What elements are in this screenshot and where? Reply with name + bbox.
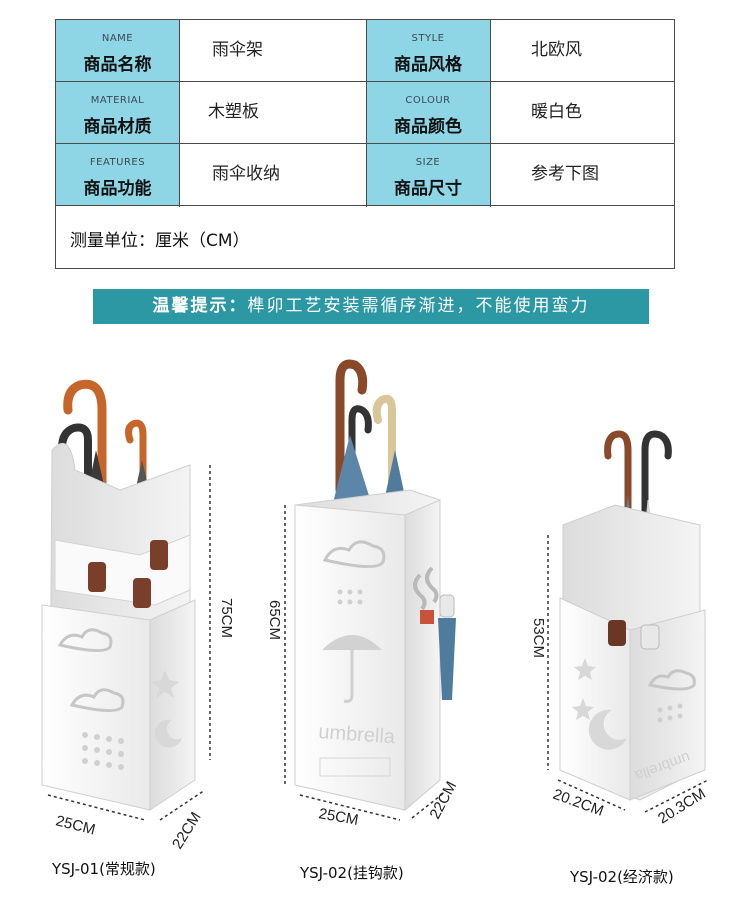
umbrella-icon [322,635,382,650]
umbrella-handle [604,430,632,544]
umbrella-canopy [438,618,456,700]
product-3-stand: umbrella 53CM 20.2CM 20.3CM [530,430,709,827]
width-dimension-line [47,794,146,821]
tip-text: 榫卯工艺安装需循序渐进，不能使用蛮力 [247,296,590,316]
umbrella-handle [335,359,368,495]
umbrella-handle [63,379,107,520]
stand-side-panel [404,499,441,812]
spec-row-features: FEATURES 商品功能 雨伞收纳 SIZE 商品尺寸 参考下图 [56,144,674,206]
moon-icon [588,709,627,750]
value-name: 雨伞架 [212,40,263,60]
tag [420,610,434,624]
umbrella-handle [608,620,626,646]
umbrella-handle [133,578,151,608]
hook [425,566,439,604]
model-caption: YSJ-01(常规款) [52,860,156,878]
tip-label: 温馨提示： [152,296,248,316]
rain-dots [337,589,363,605]
cloud-icon [322,540,386,568]
drip-tray [319,757,391,777]
height-label: 53CM [530,618,547,658]
umbrella-handle [372,394,396,509]
umbrella-handle [125,419,147,514]
label-style: STYLE 商品风格 [366,20,490,81]
moon-icon [154,719,182,748]
star-icon [572,698,594,720]
cloud-icon [69,688,125,712]
cloud-icon [647,669,696,691]
label-features: FEATURES 商品功能 [56,144,179,205]
height-label: 65CM [266,600,283,640]
label-colour: COLOUR 商品颜色 [366,82,490,143]
umbrella-canopy [330,435,375,515]
umbrella-handle [88,562,106,592]
label-size: SIZE 商品尺寸 [366,144,490,205]
umbrella-handle [348,405,372,504]
umbrella-handle [58,423,92,524]
divider [490,20,491,207]
tip-banner: 温馨提示：榫卯工艺安装需循序渐进，不能使用蛮力 [93,289,649,324]
stand-side-panel [149,599,196,811]
value-features: 雨伞收纳 [212,164,280,184]
unit-note: 测量单位：厘米（CM） [70,231,250,251]
height-label: 75CM [218,598,235,638]
divider [366,20,367,207]
product-illustrations: 75CM 25CM 22CM umbrella 65CM 25 [41,359,709,852]
star-icon [151,670,179,698]
value-colour: 暖白色 [531,102,582,122]
divider [179,20,180,207]
width-label: 25CM [317,805,359,829]
stand-front-panel [41,604,151,811]
umbrella-handle [439,594,455,618]
depth-label: 20.3CM [655,785,709,827]
value-style: 北欧风 [531,40,582,60]
spec-table: NAME 商品名称 雨伞架 STYLE 商品风格 北欧风 MATERIAL 商品… [55,19,675,269]
label-name: NAME 商品名称 [56,20,179,81]
rain-dots [82,732,124,770]
umbrella-handle [641,430,672,549]
value-material: 木塑板 [208,102,259,122]
width-label: 20.2CM [551,786,606,820]
umbrella-handle [150,540,168,570]
product-2-stand: umbrella 65CM 25CM 22CM [266,359,460,829]
depth-label: 22CM [169,809,205,852]
width-dimension-line [299,794,401,821]
depth-dimension-line [411,791,446,819]
print-text: umbrella [318,721,397,748]
model-caption: YSJ-02(挂钩款) [300,864,404,882]
width-label: 25CM [54,812,97,838]
width-dimension-line [557,779,626,811]
spec-row-material: MATERIAL 商品材质 木塑板 COLOUR 商品颜色 暖白色 [56,82,674,144]
umbrella-handle [640,624,660,650]
model-caption: YSJ-02(经济款) [570,868,674,886]
spec-row-name: NAME 商品名称 雨伞架 STYLE 商品风格 北欧风 [56,20,674,82]
stand-side-panel [629,609,706,801]
umbrella-icon [343,650,354,703]
cloud-icon [57,628,113,652]
label-material: MATERIAL 商品材质 [56,82,179,143]
value-size: 参考下图 [531,164,599,184]
hook [413,573,427,611]
star-icon [574,658,596,680]
rain-dots [657,703,683,723]
product-1-stand: 75CM 25CM 22CM [41,379,235,852]
